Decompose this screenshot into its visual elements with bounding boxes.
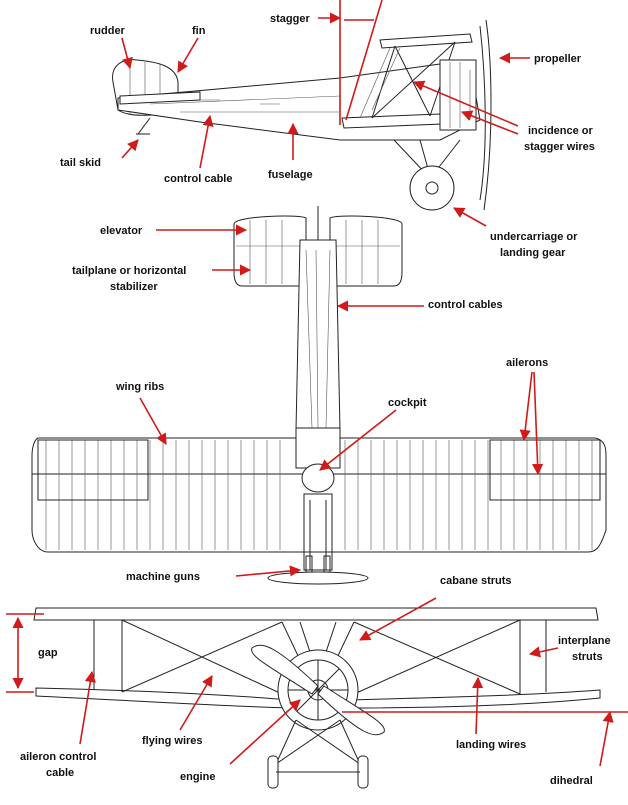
front-view (33, 607, 601, 789)
wheel-side (409, 165, 455, 211)
top-view (31, 206, 607, 585)
label-tailplane-line2: stabilizer (110, 281, 158, 293)
labels: rudder fin stagger propeller incidence o… (20, 13, 611, 787)
label-incidence-line2: stagger wires (524, 141, 595, 153)
label-machine-guns: machine guns (126, 571, 200, 583)
label-control-cable: control cable (164, 173, 232, 185)
label-undercarriage-line2: landing gear (500, 247, 566, 259)
label-stagger: stagger (270, 13, 310, 25)
label-tail-skid: tail skid (60, 157, 101, 169)
label-aileron-cable-line1: aileron control (20, 751, 96, 763)
label-control-cables: control cables (428, 299, 503, 311)
label-dihedral: dihedral (550, 775, 593, 787)
label-fin: fin (192, 25, 206, 37)
label-ailerons: ailerons (506, 357, 548, 369)
label-tailplane-line1: tailplane or horizontal (72, 265, 186, 277)
label-aileron-cable-line2: cable (46, 767, 74, 779)
label-flying-wires: flying wires (142, 735, 203, 747)
label-wing-ribs: wing ribs (115, 381, 164, 393)
label-cockpit: cockpit (388, 397, 427, 409)
side-view-arrows (121, 0, 530, 227)
label-rudder: rudder (90, 25, 126, 37)
label-landing-wires: landing wires (456, 739, 526, 751)
label-gap: gap (38, 647, 58, 659)
label-elevator: elevator (100, 225, 143, 237)
label-cabane-struts: cabane struts (440, 575, 512, 587)
label-propeller: propeller (534, 53, 582, 65)
propeller-blade-lower (317, 685, 385, 736)
upper-wing-front (33, 607, 599, 621)
upper-wing-side (379, 33, 473, 49)
wing-ribs-group (45, 440, 593, 550)
label-interplane-line2: struts (572, 651, 603, 663)
wing-top (31, 437, 607, 553)
front-view-arrows (6, 597, 628, 767)
label-interplane-line1: interplane (558, 635, 611, 647)
label-engine: engine (180, 771, 215, 783)
propeller-blade-upper (251, 644, 319, 695)
cockpit-shape (301, 463, 335, 493)
label-incidence-line1: incidence or (528, 125, 594, 137)
tailplane-left (233, 215, 307, 287)
label-fuselage: fuselage (268, 169, 313, 181)
label-undercarriage-line1: undercarriage or (490, 231, 578, 243)
top-view-arrows (139, 224, 544, 577)
lower-wing-front (35, 687, 601, 709)
tailplane-right (329, 215, 403, 287)
propeller-side (483, 19, 492, 211)
